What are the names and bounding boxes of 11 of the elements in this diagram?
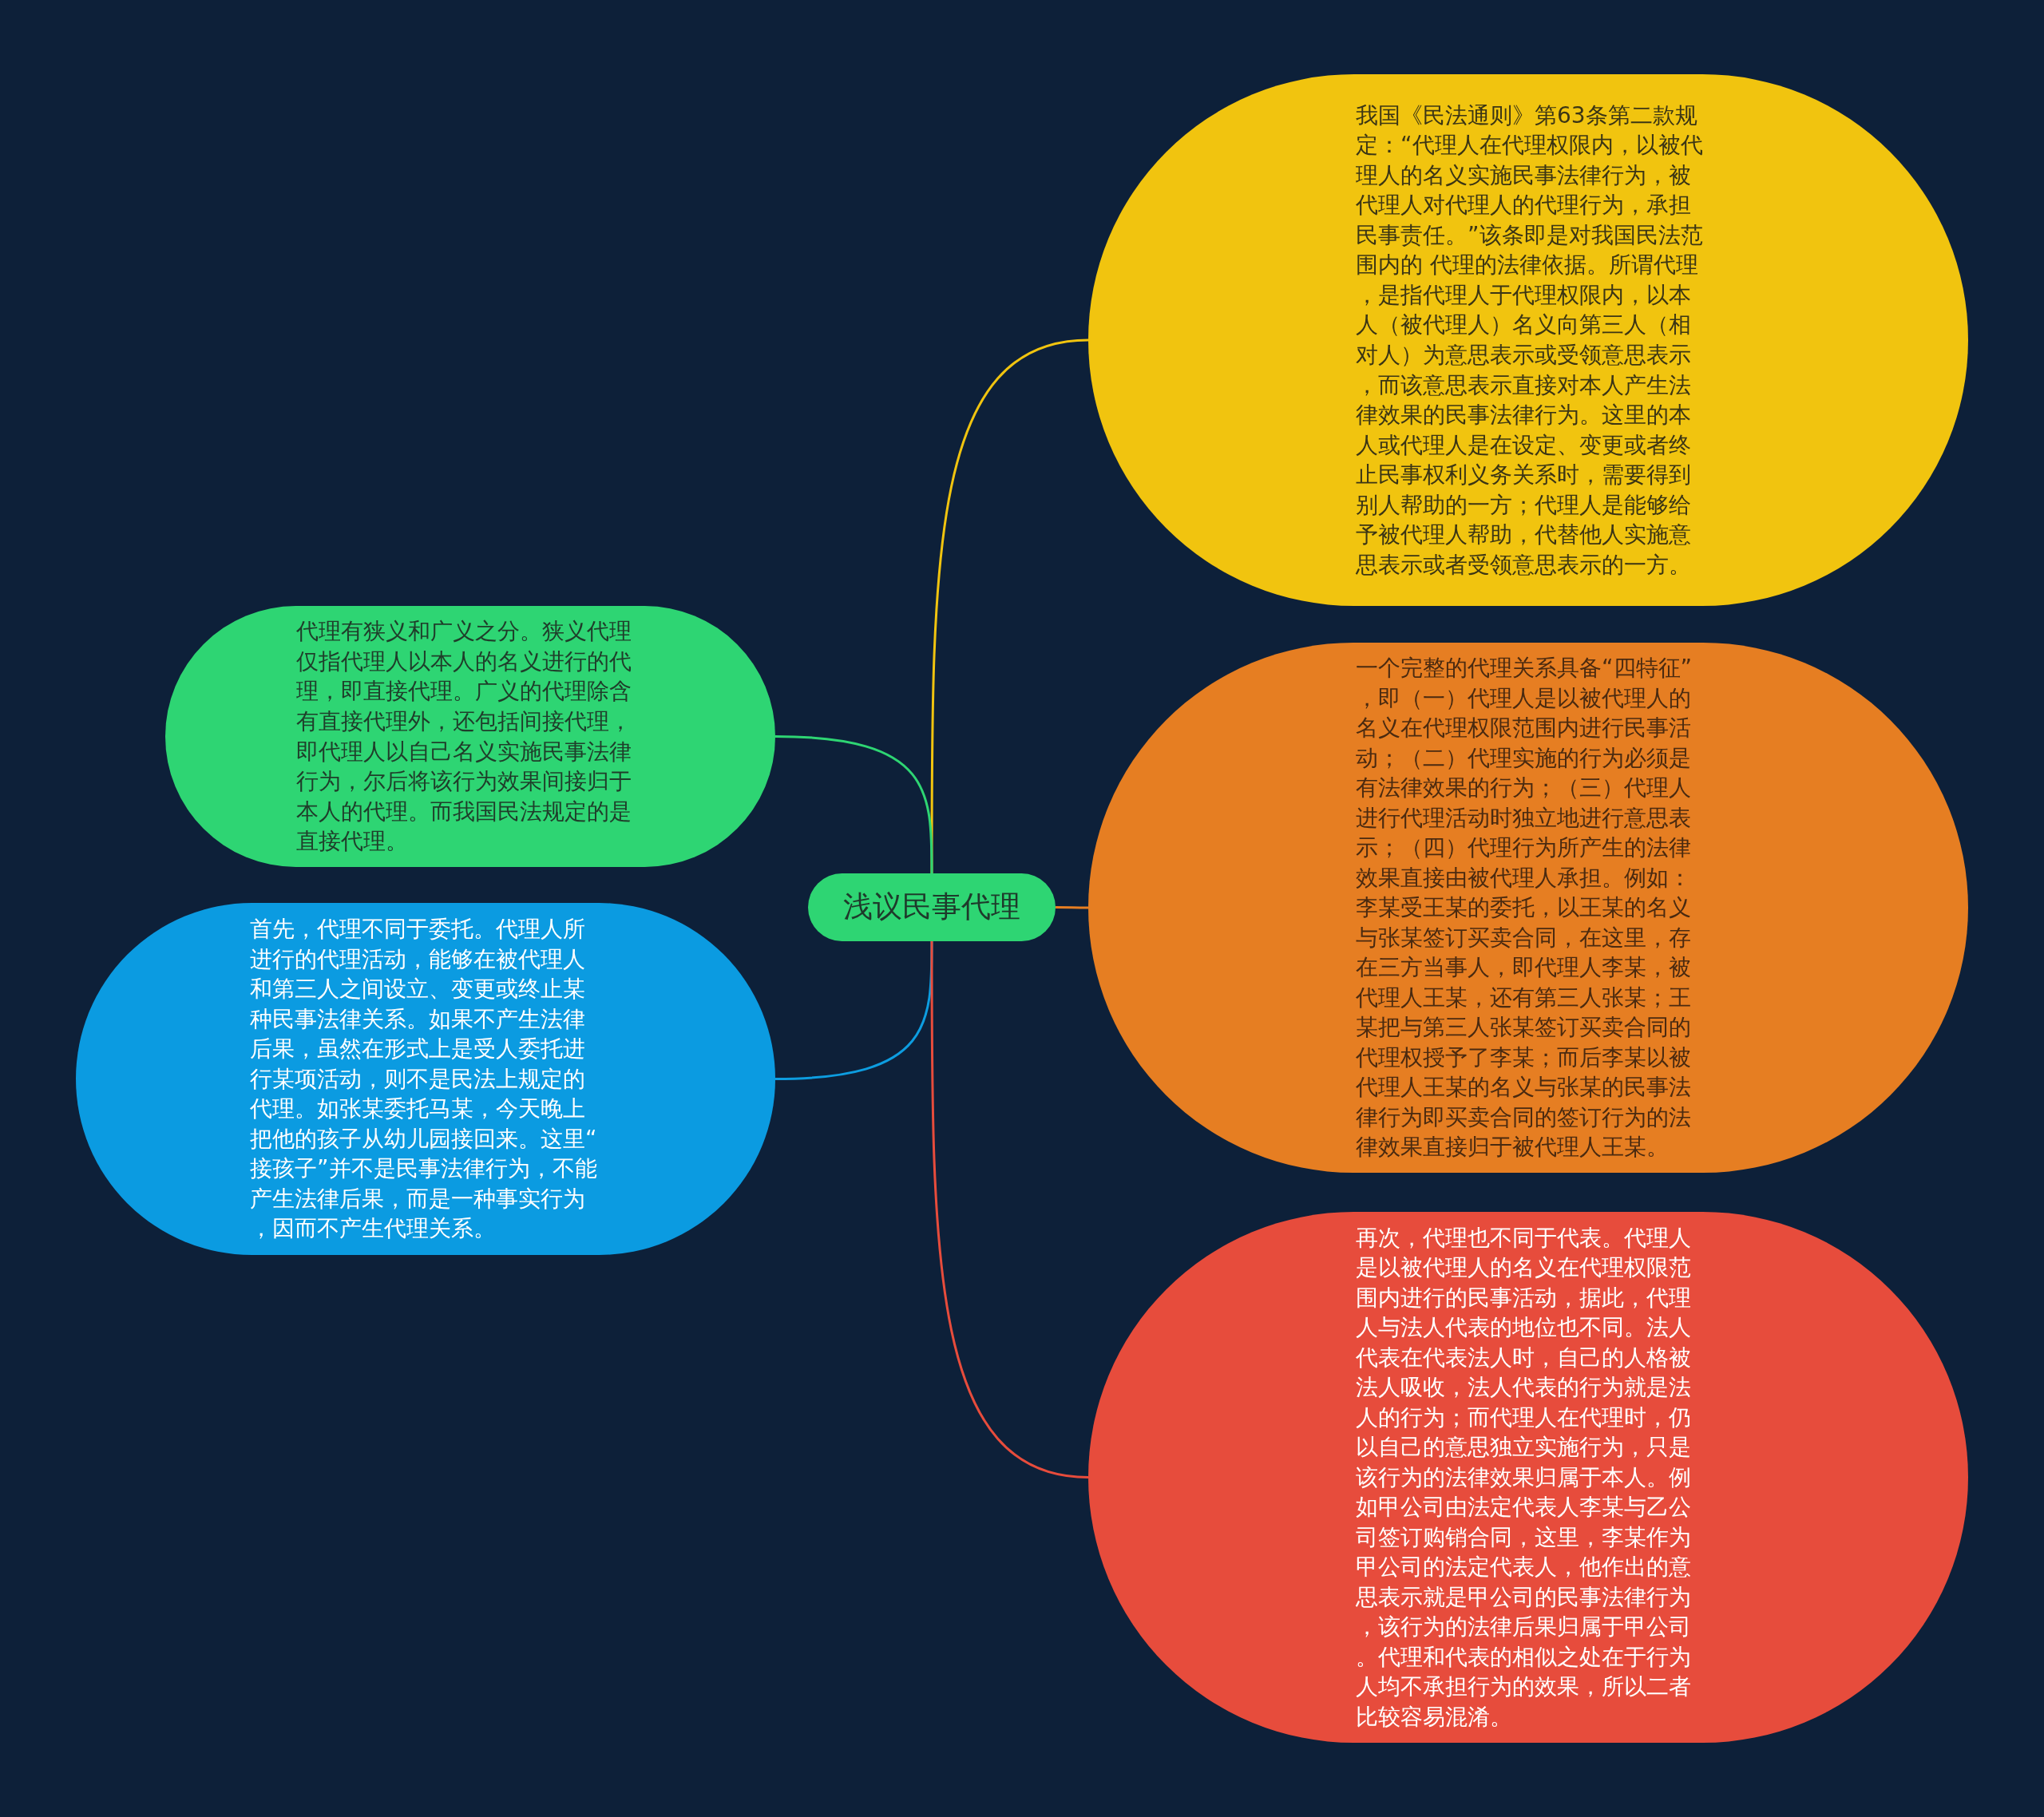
topic-text: 首先，代理不同于委托。代理人所进行的代理活动，能够在被代理人和第三人之间设立、变更或终止某种民事法律关系。如果不产生法律后果，虽然在形式上是受人委托进行某项活动，则不是民法上规定的代理。如张某委托马某，今天晚上把他的孩子从幼儿园接回来。这里“接孩子”并不是民事法律行为，不能产生法律后果，而是一种事实行为，因而不产生代理关系。 [250,915,598,1244]
connector-line [1056,906,1088,909]
topic-text: 代理有狭义和广义之分。狭义代理仅指代理人以本人的名义进行的代理，即直接代理。广义的代理除含有直接代理外，还包括间接代理，即代理人以自己名义实施民事法律行为，尔后将该行为效果间接归于本人的代理。而我国民法规定的是直接代理。 [296,617,632,857]
connector-line [930,338,1089,873]
central-topic-title: 浅议民事代理 [843,889,1020,925]
connector-line [930,941,1089,1479]
connector-line [774,735,933,873]
topic-text: 再次，代理也不同于代表。代理人是以被代理人的名义在代理权限范围内进行的民事活动，据此，代理人与法人代表的地位也不同。法人代表在代表法人时，自己的人格被法人吸收，法人代表的行为就是法人的行为；而代理人在代理时，仍以自己的意思独立实施行为，只是该行为的法律效果归属于本人。例如甲公司由法定代表人李某与乙公司签订购销合同，这里，李某作为甲公司的法定代表人，他作出的意思表示就是甲公司的民事法律行为，该行为的法律后果归属于甲公司。代理和代表的相似之处在于行为人均不承担行为的效果，所以二者比较容易混淆。 [1356,1223,1692,1732]
topic-text: 一个完整的代理关系具备“四特征”，即（一）代理人是以被代理人的名义在代理权限范围内进行民事活动；（二）代理实施的行为必须是有法律效果的行为；（三）代理人进行代理活动时独立地进行意思表示；（四）代理行为所产生的法律效果直接由被代理人承担。例如：李某受王某的委托，以王某的名义与张某签订买卖合同，在这里，存在三方当事人，即代理人李某，被代理人王某，还有第三人张某；王某把与第三人张某签订买卖合同的代理权授予了李某；而后李某以被代理人王某的名义与张某的民事法律行为即买卖合同的签订行为的法律效果直接归于被代理人王某。 [1356,654,1693,1162]
topic-text: 我国《民法通则》第63条第二款规定：“代理人在代理权限内，以被代理人的名义实施民事法律行为，被代理人对代理人的代理行为，承担民事责任。”该条即是对我国民法范围内的 代理的法律依据。所谓代理，是指代理人于代理权限内，以本人（被代理人）名义向第三人（相对人）为意思表示或受领意思表示，而该意思表示直接对本人产生法律效果的民事法律行为。这里的本人或代理人是在设定、变更或者终止民事权利义务关系时，需要得到别人帮助的一方；代理人是能够给予被代理人帮助，代替他人实施意思表示或者受领意思表示的一方。 [1356,101,1704,580]
connector-line [774,941,933,1080]
